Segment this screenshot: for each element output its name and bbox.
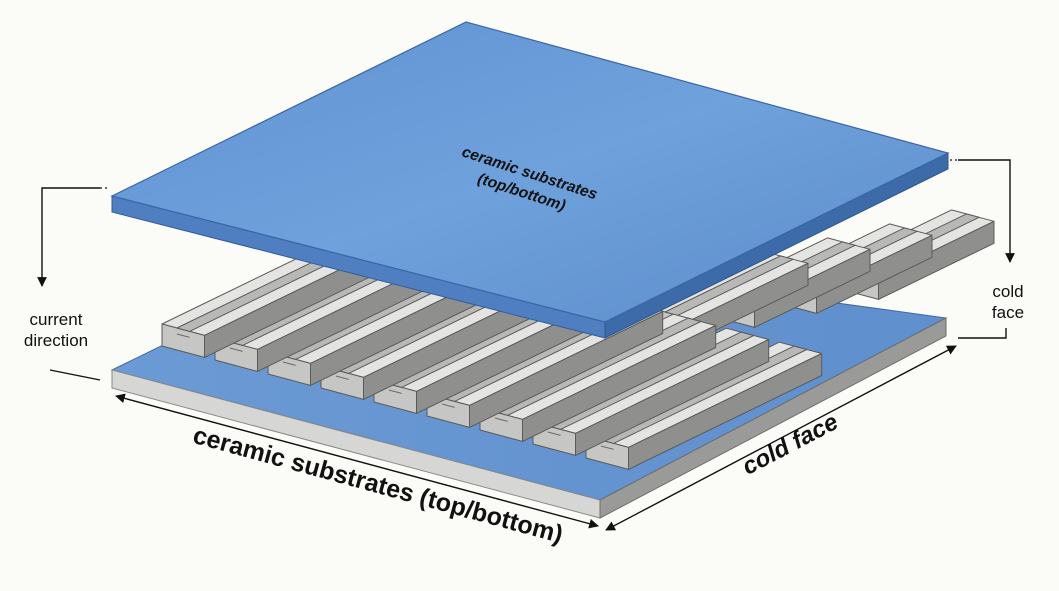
top-substrate-top-face: [110, 21, 950, 323]
leg-groove-lip: [229, 347, 243, 352]
cold-face-indicator: [950, 159, 1015, 339]
cold-face-right-line2: face: [992, 303, 1024, 322]
leg-front-face: [161, 323, 205, 358]
current-direction-indicator: [37, 187, 108, 381]
leg-groove-lip: [335, 375, 349, 380]
top-substrate: [110, 21, 950, 339]
side-edge-dimension-arrow: [605, 345, 957, 531]
current-label-line2: direction: [24, 331, 88, 350]
current-label-line1: current: [30, 310, 83, 329]
leg-groove-lip: [282, 361, 296, 366]
front-edge-dimension-arrow: [115, 393, 599, 529]
leg-groove-lip: [388, 389, 402, 394]
cold-face-right-line1: cold: [992, 282, 1023, 301]
leg-groove-lip: [176, 333, 190, 338]
